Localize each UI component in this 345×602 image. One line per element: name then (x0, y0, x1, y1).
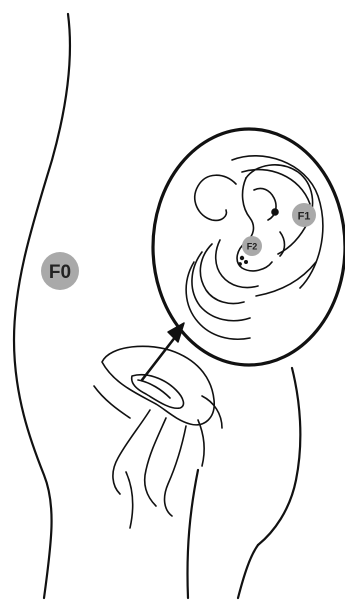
pelvic-line (126, 472, 133, 528)
zoom-arrow-shaft (142, 336, 176, 380)
germ-cell (245, 261, 247, 263)
badge-f2: F2 (242, 236, 262, 256)
mother-back-line (14, 14, 70, 598)
embryo-spine (254, 188, 276, 220)
mother-body-outline (14, 14, 300, 598)
cervix-line-2 (145, 418, 166, 506)
badge-f0: F0 (41, 252, 79, 290)
embryo-back (243, 178, 254, 242)
yolk-sac (195, 175, 236, 220)
mother-leg-line (187, 470, 198, 598)
badge-f1: F1 (292, 203, 316, 227)
germ-cell (241, 257, 244, 260)
vaginal-line-2 (198, 420, 204, 466)
zoom-arrow (142, 323, 184, 380)
mother-belly-line (258, 368, 300, 545)
vaginal-line-1 (165, 426, 186, 516)
germ-cell (239, 263, 241, 265)
badge-f0-label: F0 (49, 262, 71, 283)
amnion-arc-inner (242, 170, 310, 204)
embryo-eye (272, 209, 278, 215)
mother-thigh-line (238, 545, 258, 598)
uterus-cavity (138, 380, 170, 398)
badge-f2-label: F2 (247, 242, 258, 252)
bladder-line (94, 386, 130, 418)
badge-f1-label: F1 (298, 211, 311, 223)
uterus-sketch (94, 346, 222, 528)
